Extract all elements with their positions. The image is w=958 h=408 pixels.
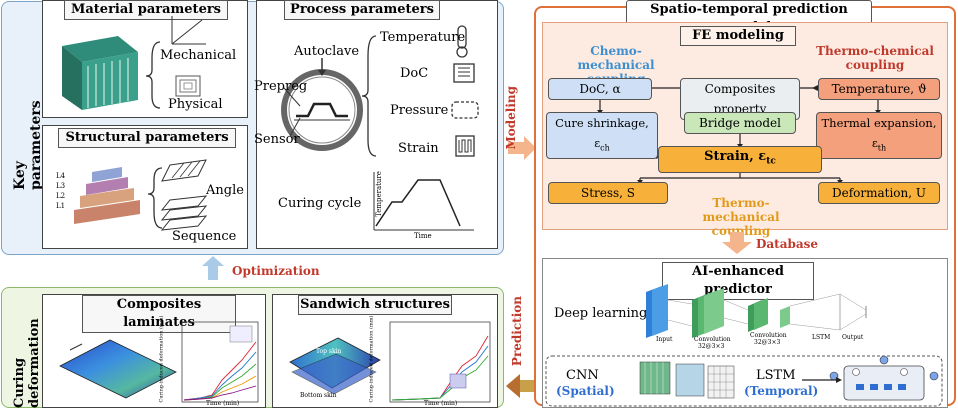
mechanical-label: Mechanical <box>160 48 237 63</box>
conv2-size-label: 32@3×3 <box>754 339 781 346</box>
thermo-mechanical-label: Thermo-mechanical coupling <box>702 196 780 238</box>
fe-modeling-title: FE modeling <box>680 26 796 46</box>
deep-learning-label: Deep learning <box>554 306 648 321</box>
material-parameters-title: Material parameters <box>64 0 228 20</box>
process-item-pressure: Pressure <box>390 103 449 118</box>
top-skin-label: Top skin <box>316 348 342 355</box>
strain-node: Strain, εtc <box>658 146 822 173</box>
conv1-label: Convolution <box>694 336 731 343</box>
autoclave-label: Autoclave <box>294 44 360 59</box>
lstm-label: LSTM <box>756 368 796 383</box>
prepreg-label: Prepreg <box>254 79 308 94</box>
physical-label: Physical <box>168 97 223 112</box>
thermo-chemical-label: Thermo-chemical coupling <box>816 44 934 72</box>
temperature-node: Temperature, ϑ <box>818 78 940 100</box>
input-label: Input <box>656 336 673 343</box>
process-parameters-title: Process parameters <box>284 0 440 20</box>
lstm-layer-label: LSTM <box>812 334 831 341</box>
doc-sensor-icon <box>453 63 475 83</box>
cure-shrinkage-node: Cure shrinkage, εch <box>546 112 658 160</box>
optimization-label: Optimization <box>232 264 320 278</box>
strain-gauge-icon <box>455 135 475 157</box>
doc-node: DoC, α <box>548 78 652 100</box>
deformation-node: Deformation, U <box>818 182 940 204</box>
stress-node: Stress, S <box>548 182 668 204</box>
pressure-sensor-icon <box>451 101 479 119</box>
thermometer-icon <box>456 25 468 58</box>
graph-xlabel: Time <box>414 232 432 240</box>
temporal-label: (Temporal) <box>744 384 819 398</box>
sandwich-plot-xlabel: Time (min) <box>424 400 458 407</box>
layer-l3-label: L3 <box>56 182 66 190</box>
layer-l2-label: L2 <box>56 192 66 200</box>
layer-l1-label: L1 <box>56 202 66 210</box>
conv2-label: Convolution <box>750 332 787 339</box>
sequence-label: Sequence <box>172 229 237 244</box>
spatial-label: (Spatial) <box>556 384 615 398</box>
bridge-model-node: Bridge model <box>684 112 796 134</box>
structural-parameters-title: Structural parameters <box>58 128 236 148</box>
laminates-title: Composites laminates <box>82 295 236 333</box>
sensor-label: Sensor <box>254 132 300 147</box>
conv1-size-label: 32@3×3 <box>698 343 725 350</box>
curing-cycle-label: Curing cycle <box>278 196 362 211</box>
cnn-label: CNN <box>566 368 599 383</box>
output-label: Output <box>842 334 864 341</box>
laminate-plot-xlabel: Time (min) <box>206 400 240 407</box>
angle-label: Angle <box>206 183 244 198</box>
process-item-strain: Strain <box>398 141 439 156</box>
sandwich-title: Sandwich structures <box>298 295 452 315</box>
process-item-temperature: Temperature <box>380 30 466 45</box>
layer-l4-label: L4 <box>56 172 66 180</box>
thermal-expansion-node: Thermal expansion, εth <box>816 112 942 160</box>
process-item-doc: DoC <box>400 66 429 81</box>
database-label: Database <box>756 237 819 251</box>
bottom-skin-label: Bottom skin <box>300 392 337 399</box>
